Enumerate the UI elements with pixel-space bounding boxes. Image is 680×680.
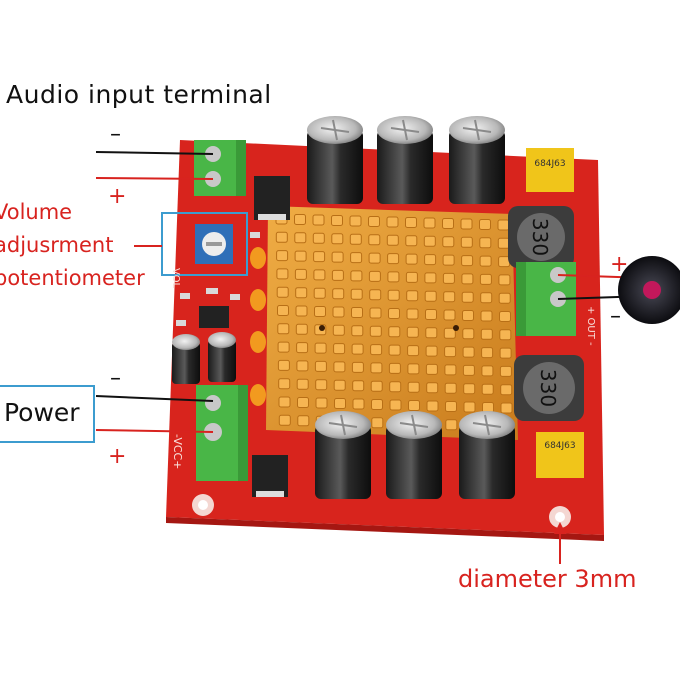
capacitor-small-1: [172, 334, 200, 384]
diameter-pointer: [554, 522, 566, 564]
speaker-minus-sign: –: [610, 304, 621, 329]
inductor-top: 330: [508, 206, 574, 268]
heatsink: [266, 206, 518, 440]
power-minus-sign: –: [110, 366, 121, 391]
diameter-label: diameter 3mm: [458, 565, 637, 593]
ceramic-capacitor: [250, 289, 266, 311]
diode-top: [254, 176, 290, 220]
potentiometer-highlight-frame: [161, 212, 248, 276]
film-capacitor-top: 684J63: [526, 148, 574, 192]
audio-minus-sign: –: [110, 122, 121, 147]
potentiometer: [195, 224, 233, 264]
capacitor-bottom-2: [386, 411, 442, 499]
ceramic-capacitor: [250, 247, 266, 269]
capacitor-top-1: [307, 116, 363, 204]
svg-text:684J63: 684J63: [544, 441, 575, 451]
capacitor-bottom-1: [315, 411, 371, 499]
volume-label-line-2: adjusrment: [0, 233, 114, 257]
power-terminal: [196, 385, 248, 481]
volume-label-line-1: Volume: [0, 200, 73, 224]
audio-input-terminal: [194, 140, 246, 196]
mounting-hole: [192, 494, 214, 516]
audio-input-terminal-label: Audio input terminal: [6, 80, 272, 109]
ceramic-capacitor: [250, 384, 266, 406]
pcb-board-edge: [166, 517, 604, 541]
power-label: Power: [4, 398, 80, 427]
out-silkscreen: + OUT -: [585, 306, 596, 346]
svg-text:330: 330: [528, 218, 552, 256]
volume-label-line-3: potentiometer: [0, 266, 145, 290]
vol-silkscreen: VOL: [170, 268, 181, 289]
audio-wires: [95, 151, 214, 180]
diode-bottom: [252, 455, 288, 497]
speaker-icon: [618, 256, 680, 324]
mounting-hole: [549, 506, 571, 528]
power-plus-sign: +: [108, 444, 127, 469]
capacitor-top-3: [449, 116, 505, 204]
vcc-silkscreen: -VCC+: [171, 434, 184, 469]
svg-text:330: 330: [536, 369, 560, 407]
capacitor-top-2: [377, 116, 433, 204]
capacitor-small-2: [208, 332, 236, 382]
film-capacitor-bottom: 684J63: [536, 432, 584, 478]
ic-chip: [199, 306, 229, 328]
ceramic-capacitor: [250, 331, 266, 353]
power-label-frame: [0, 385, 95, 443]
inductor-bottom: 330: [514, 355, 584, 421]
svg-text:684J63: 684J63: [534, 159, 565, 169]
power-wires: [95, 395, 214, 433]
capacitor-bottom-3: [459, 411, 515, 499]
audio-plus-sign: +: [108, 184, 127, 209]
speaker-plus-sign: +: [610, 252, 629, 277]
